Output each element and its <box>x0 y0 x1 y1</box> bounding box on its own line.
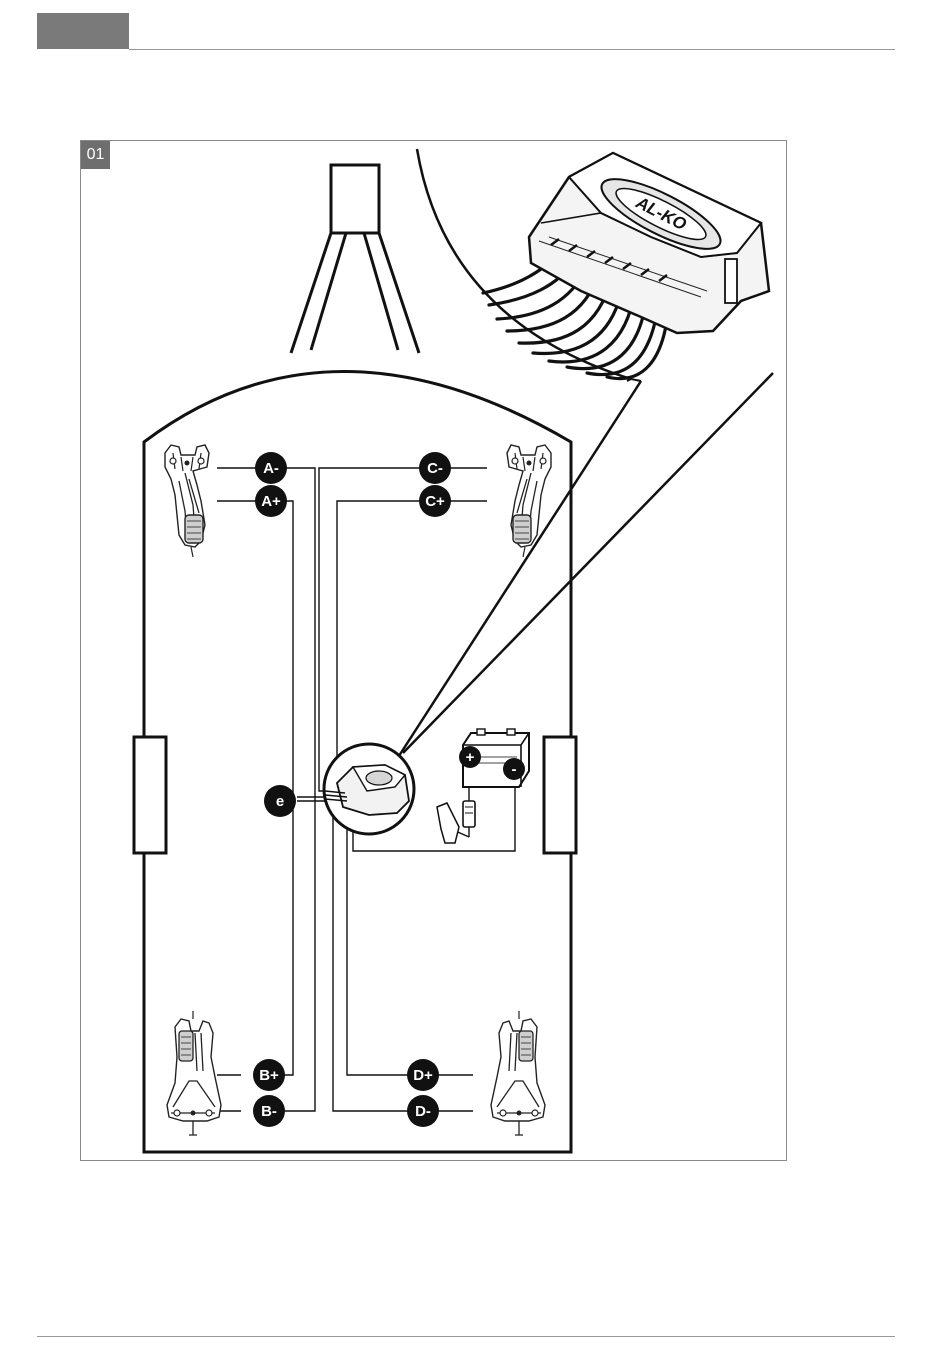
label-a-minus: A- <box>255 452 287 484</box>
svg-text:e: e <box>276 793 284 810</box>
wheel-mover-rear-right <box>491 1011 545 1135</box>
svg-text:-: - <box>512 761 517 778</box>
svg-text:+: + <box>466 749 475 766</box>
control-unit-closeup: AL-KO <box>417 149 787 381</box>
trailer-drawbar <box>291 165 419 353</box>
label-d-minus: D- <box>407 1095 439 1127</box>
svg-text:C+: C+ <box>425 493 445 510</box>
svg-text:B+: B+ <box>259 1067 279 1084</box>
wheel-arch-left <box>134 737 166 853</box>
header-tab <box>37 13 129 49</box>
wheel-mover-front-left <box>165 445 209 557</box>
svg-text:A-: A- <box>263 460 279 477</box>
svg-text:A+: A+ <box>261 493 281 510</box>
wiring-diagram: AL-KO <box>81 141 787 1161</box>
svg-text:D-: D- <box>415 1103 431 1120</box>
label-a-plus: A+ <box>255 485 287 517</box>
label-b-plus: B+ <box>253 1059 285 1091</box>
header-rule <box>129 49 895 50</box>
wheel-arch-right <box>544 737 576 853</box>
figure-frame: 01 <box>80 140 787 1161</box>
label-d-plus: D+ <box>407 1059 439 1091</box>
svg-text:B-: B- <box>261 1103 277 1120</box>
footer-rule <box>37 1336 895 1337</box>
label-e: e <box>264 785 296 817</box>
control-unit-magnifier <box>324 744 414 834</box>
magnifier-lines <box>397 373 773 759</box>
wheel-mover-front-right <box>507 445 551 557</box>
battery-plus-terminal: + <box>459 746 481 768</box>
wheel-mover-rear-left <box>167 1011 221 1135</box>
label-b-minus: B- <box>253 1095 285 1127</box>
svg-text:D+: D+ <box>413 1067 433 1084</box>
label-c-minus: C- <box>419 452 451 484</box>
svg-text:C-: C- <box>427 460 443 477</box>
label-c-plus: C+ <box>419 485 451 517</box>
battery-minus-terminal: - <box>503 758 525 780</box>
figure-number: 01 <box>81 141 110 169</box>
